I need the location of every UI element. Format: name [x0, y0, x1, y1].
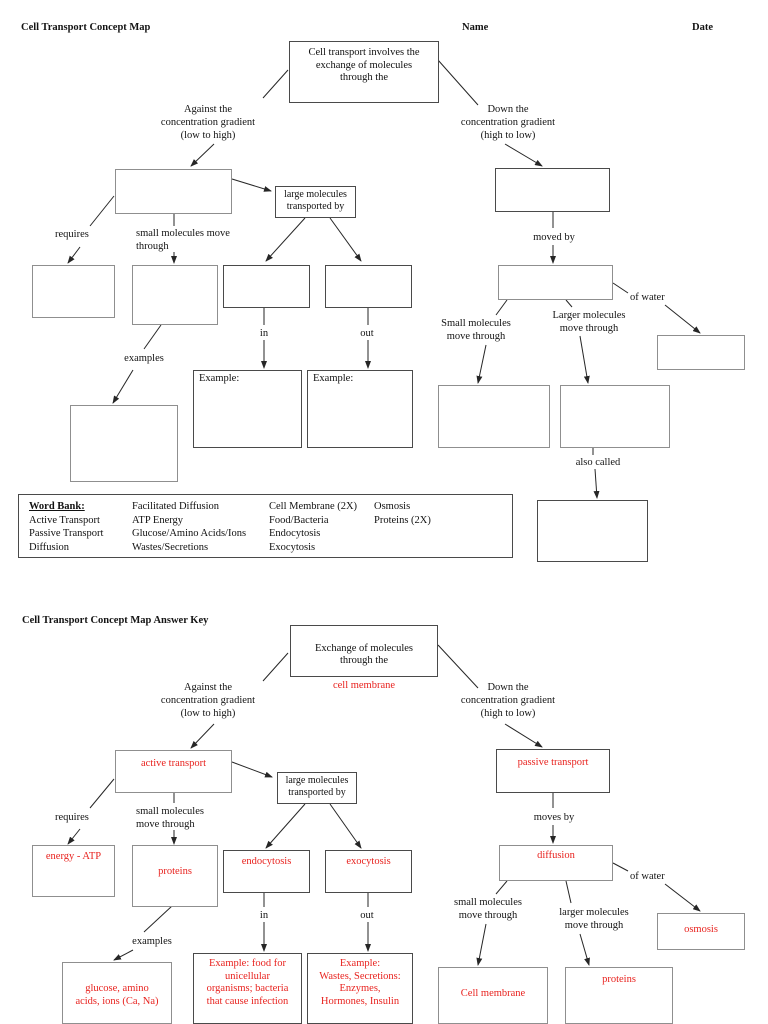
- small-molecules-right-label-answer: small molecules move through: [454, 897, 522, 921]
- blank-box-proteins: [132, 265, 218, 325]
- answer-map-wires: [67, 644, 701, 966]
- requires-label-answer: requires: [55, 812, 89, 823]
- blank-box-passive-transport: [495, 168, 610, 212]
- example-in-box: Example:: [193, 370, 302, 448]
- word-bank-column: Osmosis Proteins (2X): [374, 500, 431, 557]
- out-label: out: [360, 328, 374, 339]
- word-bank-item: Osmosis: [374, 501, 411, 512]
- proteins-right-box: proteins: [565, 967, 673, 1024]
- example-out-box: Example:: [307, 370, 413, 448]
- word-bank-item: Passive Transport: [29, 528, 104, 539]
- blank-box-examples: [70, 405, 178, 482]
- examples-label: examples: [124, 353, 164, 364]
- word-bank-column: Facilitated Diffusion ATP Energy Glucose…: [132, 500, 269, 557]
- word-bank-item: Food/Bacteria: [269, 514, 329, 526]
- word-bank: Word Bank: Active Transport Passive Tran…: [18, 494, 513, 558]
- blank-box-also-called: [537, 500, 648, 562]
- examples-label-answer: examples: [132, 936, 172, 947]
- large-molecules-box-answer: large molecules transported by: [277, 772, 357, 804]
- blank-box-diffusion: [498, 265, 613, 300]
- larger-molecules-right-label-answer: larger molecules move through: [559, 907, 629, 931]
- word-bank-column: Cell Membrane (2X) Food/Bacteria Endocyt…: [269, 500, 374, 557]
- blank-box-exocytosis: [325, 265, 412, 308]
- endocytosis-box: endocytosis: [223, 850, 310, 893]
- word-bank-item: Glucose/Amino Acids/Ions: [132, 528, 247, 539]
- word-bank-item: Exocytosis: [269, 541, 316, 553]
- blank-map-wires: [67, 59, 701, 499]
- diffusion-box: diffusion: [499, 845, 613, 881]
- in-label-answer: in: [259, 910, 269, 921]
- blank-box-active-transport: [115, 169, 232, 214]
- blank-box-energy: [32, 265, 115, 318]
- moves-by-label: moves by: [533, 812, 575, 823]
- exocytosis-box: exocytosis: [325, 850, 412, 893]
- proteins-box: proteins: [132, 845, 218, 907]
- active-transport-box: active transport: [115, 750, 232, 793]
- blank-box-endocytosis: [223, 265, 310, 308]
- word-bank-column: Word Bank: Active Transport Passive Tran…: [29, 500, 132, 557]
- down-gradient-label-answer: Down the concentration gradient (high to…: [460, 682, 556, 719]
- cell-membrane-box: Cell membrane: [438, 967, 548, 1024]
- example-in-box-answer: Example: food for unicellular organisms;…: [193, 953, 302, 1024]
- also-called-label: also called: [575, 457, 621, 468]
- answer-key-title: Cell Transport Concept Map Answer Key: [22, 615, 209, 626]
- word-bank-item: Wastes/Secretions: [132, 541, 209, 553]
- word-bank-item: Facilitated Diffusion: [132, 501, 219, 512]
- word-bank-item: ATP Energy: [132, 514, 184, 526]
- glucose-box: glucose, amino acids, ions (Ca, Na): [62, 962, 172, 1024]
- word-bank-title: Word Bank:: [29, 501, 85, 512]
- root-text: Exchange of molecules through the: [315, 642, 413, 667]
- small-molecules-label: small molecules move through: [136, 228, 230, 252]
- root-concept-box: Cell transport involves the exchange of …: [289, 41, 439, 103]
- word-bank-item: Proteins (2X): [374, 514, 431, 526]
- osmosis-box: osmosis: [657, 913, 745, 950]
- root-answer-text: cell membrane: [332, 680, 396, 691]
- requires-label: requires: [55, 229, 89, 240]
- large-molecules-box: large molecules transported by: [275, 186, 356, 218]
- of-water-label-answer: of water: [630, 871, 665, 882]
- in-label: in: [259, 328, 269, 339]
- passive-transport-box: passive transport: [496, 749, 610, 793]
- example-out-box-answer: Example: Wastes, Secretions: Enzymes, Ho…: [307, 953, 413, 1024]
- blank-box-osmosis: [657, 335, 745, 370]
- page-title: Cell Transport Concept Map: [21, 22, 151, 33]
- blank-box-cell-membrane: [438, 385, 550, 448]
- out-label-answer: out: [360, 910, 374, 921]
- name-label: Name: [462, 22, 489, 33]
- word-bank-item: Diffusion: [29, 541, 70, 553]
- word-bank-item: Endocytosis: [269, 528, 321, 539]
- energy-atp-box: energy - ATP: [32, 845, 115, 897]
- moved-by-label: moved by: [533, 232, 575, 243]
- date-label: Date: [692, 22, 713, 33]
- word-bank-item: Active Transport: [29, 514, 100, 526]
- root-concept-box-answer: Exchange of molecules through the cell m…: [290, 625, 438, 691]
- against-gradient-label: Against the concentration gradient (low …: [160, 104, 256, 141]
- small-molecules-right-label: Small molecules move through: [441, 318, 511, 342]
- small-molecules-label-answer: small molecules move through: [136, 806, 204, 830]
- word-bank-item: Cell Membrane (2X): [269, 501, 358, 512]
- against-gradient-label-answer: Against the concentration gradient (low …: [160, 682, 256, 719]
- of-water-label: of water: [630, 292, 665, 303]
- larger-molecules-right-label: Larger molecules move through: [552, 310, 626, 334]
- down-gradient-label: Down the concentration gradient (high to…: [460, 104, 556, 141]
- blank-box-proteins-right: [560, 385, 670, 448]
